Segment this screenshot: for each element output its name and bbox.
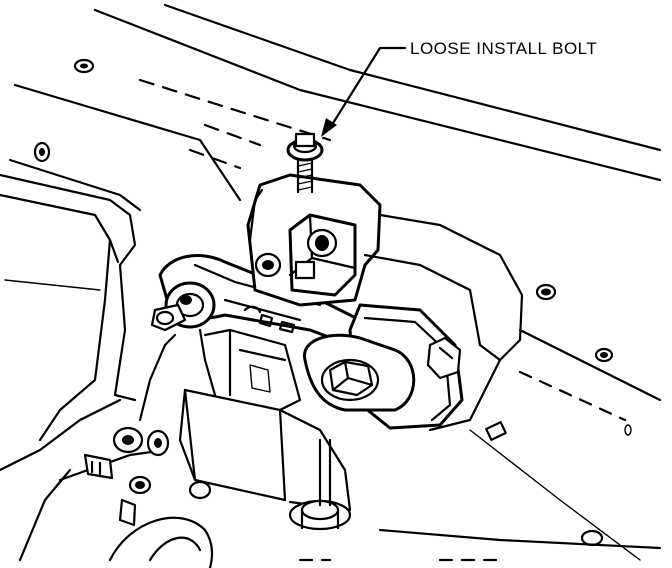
- transmission-housing: [0, 173, 214, 568]
- callout-leader-line: [328, 46, 407, 130]
- upper-mount: [246, 173, 524, 432]
- panel-holes: [33, 58, 632, 547]
- body-panel: [8, 3, 662, 562]
- rubber-mount: [303, 303, 464, 430]
- lower-fittings: [83, 426, 170, 527]
- mount-bracket: [178, 328, 352, 531]
- callout: LOOSE INSTALL BOLT: [321, 39, 597, 137]
- callout-label: LOOSE INSTALL BOLT: [410, 39, 597, 58]
- callout-arrowhead: [321, 118, 337, 137]
- install-bolt: [286, 132, 324, 194]
